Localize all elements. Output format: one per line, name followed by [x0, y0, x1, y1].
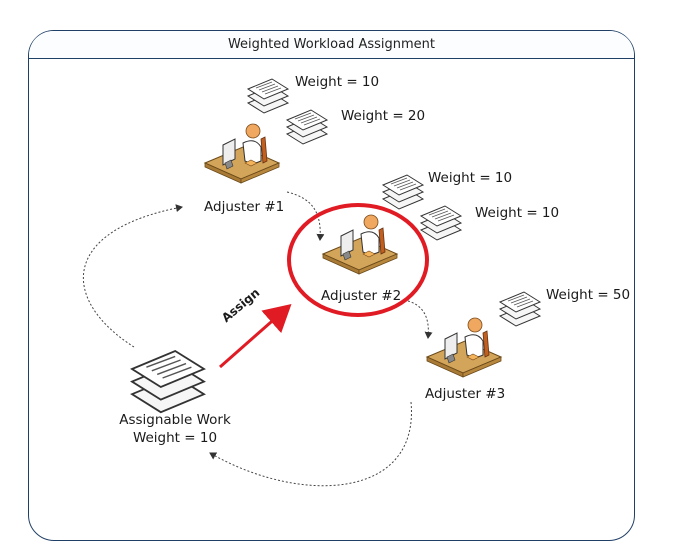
- diagram-frame: Weighted Workload Assignment: [28, 30, 635, 541]
- assignable-work-label: Assignable Work: [119, 412, 231, 428]
- adjuster3-weight: Weight = 50: [546, 287, 631, 303]
- papers-adjuster2-b-icon: [420, 205, 462, 241]
- assign-arrow: [219, 304, 292, 369]
- adjuster1-weight-1: Weight = 10: [295, 74, 380, 90]
- highlight-circle: [287, 203, 429, 317]
- flow-adjuster3-to-work: [209, 401, 412, 487]
- title-bar: Weighted Workload Assignment: [29, 31, 634, 59]
- papers-assignable-work-icon: [131, 350, 205, 414]
- papers-adjuster2-a-icon: [382, 174, 424, 210]
- papers-adjuster3-icon: [499, 291, 541, 327]
- adjuster2-label: Adjuster #2: [321, 288, 402, 304]
- flow-work-to-adjuster1: [83, 204, 183, 348]
- adjuster1-weight-2: Weight = 20: [341, 108, 426, 124]
- flow-adjuster2-to-adjuster3: [403, 299, 433, 339]
- flow-adjuster1-to-adjuster2: [286, 191, 325, 241]
- adjuster2-worker-icon: [322, 214, 398, 275]
- adjuster2-weight-1: Weight = 10: [428, 170, 513, 186]
- assignable-work-weight: Weight = 10: [132, 430, 218, 446]
- adjuster1-worker-icon: [204, 123, 280, 184]
- adjuster3-worker-icon: [426, 317, 502, 378]
- papers-adjuster1-a-icon: [247, 78, 289, 114]
- diagram-title: Weighted Workload Assignment: [227, 37, 436, 52]
- papers-adjuster1-b-icon: [286, 109, 328, 145]
- adjuster1-label: Adjuster #1: [204, 199, 285, 215]
- adjuster3-label: Adjuster #3: [425, 386, 506, 402]
- adjuster2-weight-2: Weight = 10: [475, 205, 560, 221]
